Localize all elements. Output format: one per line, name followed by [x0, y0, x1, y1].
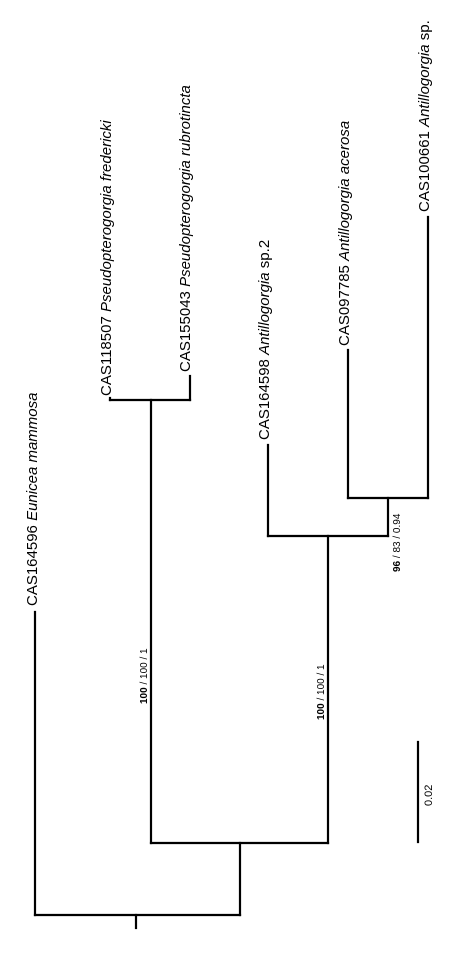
taxon-label-cas155043: CAS155043 Pseudopterogorgia rubrotincta [177, 85, 194, 372]
support-pseudopterogorgia: 100 / 100 / 1 [139, 648, 150, 704]
taxon-label-cas118507: CAS118507 Pseudopterogorgia fredericki [98, 120, 115, 396]
taxon-label-cas097785: CAS097785 Antillogorgia acerosa [336, 121, 353, 346]
scale-bar-label: 0.02 [423, 785, 435, 806]
support-antillogorgia: 100 / 100 / 1 [316, 664, 327, 720]
support-acerosa-sp: 96 / 83 / 0.94 [392, 513, 403, 572]
taxon-label-cas164598: CAS164598 Antillogorgia sp.2 [256, 240, 273, 440]
taxon-label-cas164596: CAS164596 Eunicea mammosa [24, 393, 41, 606]
taxon-label-cas100661: CAS100661 Antillogorgia sp. [416, 20, 433, 212]
